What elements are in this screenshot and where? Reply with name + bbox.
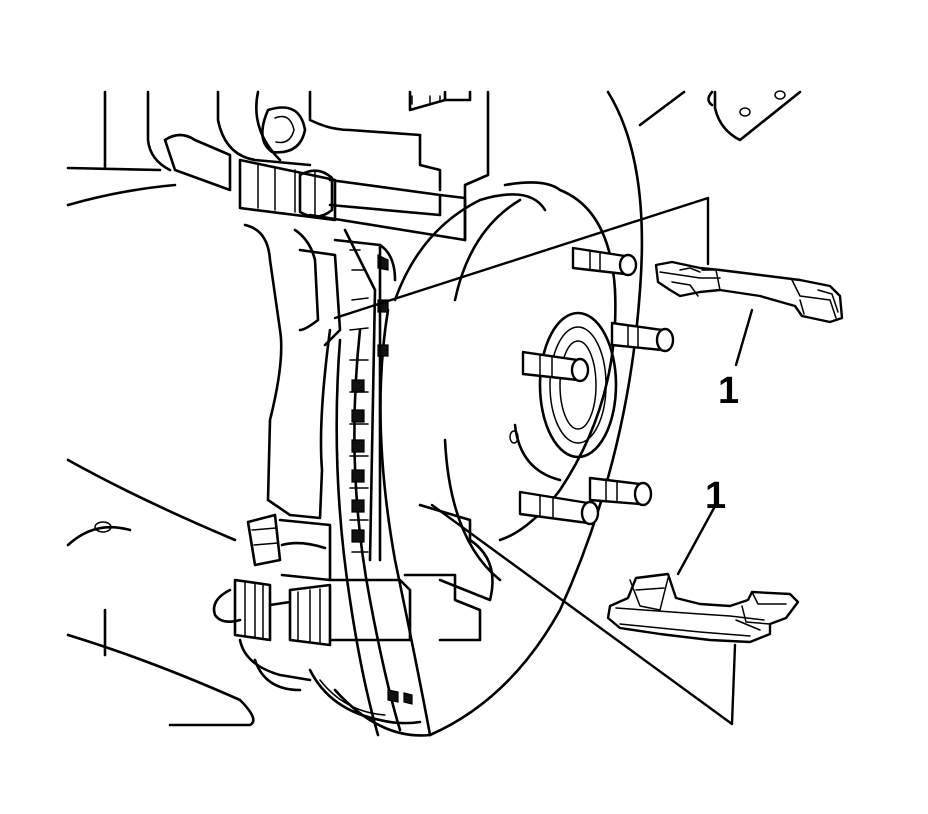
leader-line-lower xyxy=(430,503,737,726)
callout-label-upper: 1 xyxy=(718,370,739,412)
leader-line-lower-short xyxy=(676,506,716,576)
callout-label-lower: 1 xyxy=(705,475,726,517)
stud xyxy=(571,246,638,277)
stud xyxy=(518,490,600,526)
stud xyxy=(521,350,590,383)
retainer-clip-upper xyxy=(654,260,844,324)
stud xyxy=(588,476,653,507)
retainer-clip-lower xyxy=(606,572,800,644)
callout-leaders xyxy=(333,196,754,726)
stud xyxy=(610,321,675,353)
caliper-bracket-lower xyxy=(212,503,494,725)
leader-line-upper-short xyxy=(734,308,754,367)
caliper-body xyxy=(243,223,397,562)
knuckle-background xyxy=(66,90,802,727)
caliper-bracket-upper xyxy=(163,90,490,242)
leader-line-upper xyxy=(333,196,710,320)
wheel-studs xyxy=(518,246,675,526)
